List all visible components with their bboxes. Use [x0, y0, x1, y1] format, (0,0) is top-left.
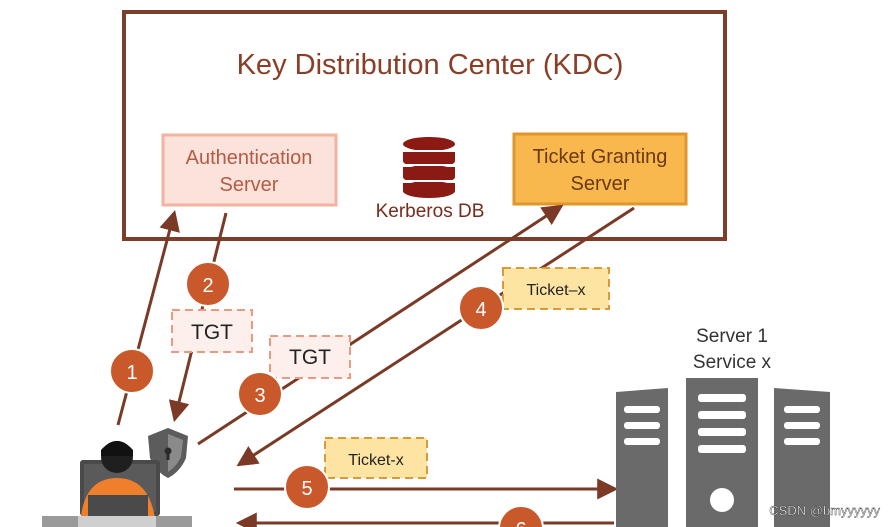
database-icon [403, 137, 455, 198]
tgs-label-line2: Server [571, 173, 630, 195]
user-at-computer-icon [42, 441, 192, 527]
step-6-number: 6 [515, 519, 526, 527]
ticket-tag-4-label: Ticket–x [527, 282, 586, 299]
arrow-step-4 [236, 206, 635, 467]
step-2-number: 2 [202, 275, 213, 297]
kerberos-db-label: Kerberos DB [376, 201, 485, 222]
auth-server-label-line1: Authentication [186, 147, 313, 169]
server-label-line2: Service x [693, 352, 772, 373]
step-3-number: 3 [254, 385, 265, 407]
step-3: 3 [237, 371, 283, 417]
kdc-title: Key Distribution Center (KDC) [237, 49, 624, 81]
tgs-label-line1: Ticket Granting [533, 146, 668, 168]
server-rack-icon [616, 378, 830, 527]
step-6: 6 [498, 505, 544, 527]
ticket-granting-server: Ticket Granting Server [512, 132, 688, 206]
step-1-number: 1 [126, 362, 137, 384]
ticket-tag-5-label: Ticket-x [348, 452, 403, 469]
auth-server-label-line2: Server [220, 174, 279, 196]
step-4: 4 [458, 285, 504, 331]
authentication-server: Authentication Server [161, 133, 338, 207]
step-5: 5 [284, 464, 330, 510]
tgt-tag-2: TGT [269, 335, 351, 379]
step-4-number: 4 [475, 299, 486, 321]
tgt-tag-1: TGT [171, 309, 253, 353]
arrow-step-1 [116, 209, 180, 426]
step-2: 2 [185, 261, 231, 307]
step-1: 1 [109, 348, 155, 394]
ticket-tag-4: Ticket–x [502, 267, 610, 310]
tgt-tag-2-label: TGT [289, 346, 331, 369]
tgt-tag-1-label: TGT [191, 321, 233, 344]
server-label-line1: Server 1 [696, 326, 768, 347]
step-5-number: 5 [301, 478, 312, 500]
ticket-tag-5: Ticket-x [324, 437, 428, 479]
watermark: CSDN @bmyyyyyy [769, 503, 880, 518]
